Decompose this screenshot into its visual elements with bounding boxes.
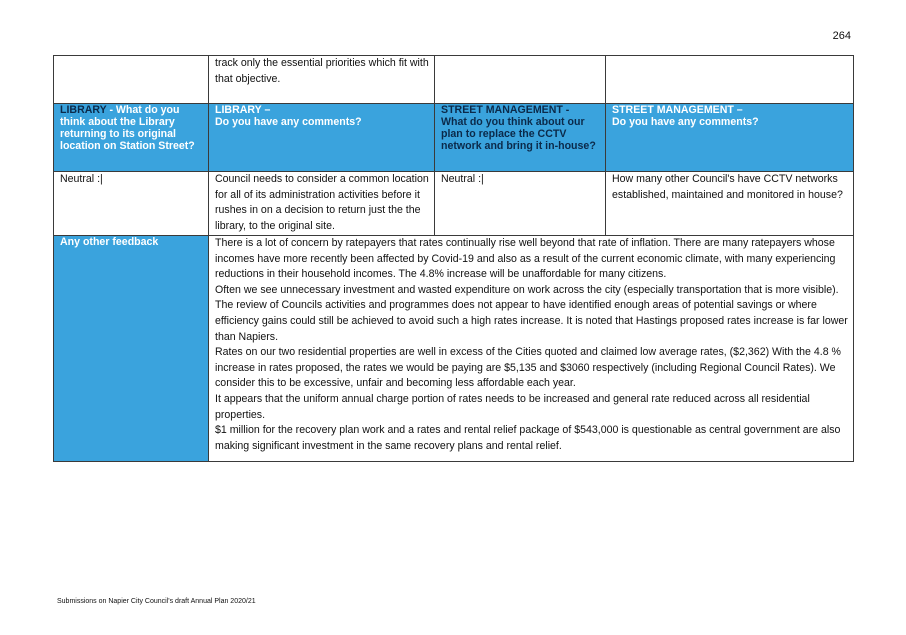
header-library-question-text: - What do you think about the Library re… (60, 104, 195, 152)
page-number: 264 (832, 30, 851, 42)
feedback-paragraph: Rates on our two residential properties … (215, 346, 841, 390)
header-street-question: STREET MANAGEMENT -What do you think abo… (434, 103, 606, 172)
feedback-paragraph: There is a lot of concern by ratepayers … (215, 237, 836, 281)
answer-street-comments: How many other Council's have CCTV netwo… (605, 171, 854, 236)
table-row-feedback: Any other feedback There is a lot of con… (53, 235, 854, 462)
page-footer: Submissions on Napier City Council's dra… (57, 598, 256, 605)
submission-table: track only the essential priorities whic… (53, 55, 854, 462)
header-library-question: LIBRARY - What do you think about the Li… (53, 103, 209, 172)
table-cell-empty (434, 55, 606, 104)
feedback-paragraph: It appears that the uniform annual charg… (215, 392, 810, 421)
header-library-comments: LIBRARY – Do you have any comments? (208, 103, 435, 172)
table-cell-empty (605, 55, 854, 104)
feedback-text: There is a lot of concern by ratepayers … (208, 235, 854, 462)
header-street-comments: STREET MANAGEMENT – Do you have any comm… (605, 103, 854, 172)
answer-library-comments: Council needs to consider a common locat… (208, 171, 435, 236)
feedback-paragraph: Often we see unnecessary investment and … (215, 283, 848, 343)
header-street-question-text: What do you think about our plan to repl… (441, 116, 596, 152)
table-cell-empty (53, 55, 209, 104)
header-other-feedback: Any other feedback (53, 235, 209, 462)
table-row-headers: LIBRARY - What do you think about the Li… (53, 103, 854, 172)
header-library-prefix: LIBRARY (60, 104, 107, 116)
answer-library-question: Neutral :| (53, 171, 209, 236)
table-cell-continuation-text: track only the essential priorities whic… (208, 55, 435, 104)
table-row-continuation: track only the essential priorities whic… (53, 55, 854, 104)
table-row-answers: Neutral :| Council needs to consider a c… (53, 171, 854, 236)
answer-street-question: Neutral :| (434, 171, 606, 236)
feedback-paragraph: $1 million for the recovery plan work an… (215, 424, 841, 452)
header-street-prefix: STREET MANAGEMENT - (441, 104, 570, 116)
